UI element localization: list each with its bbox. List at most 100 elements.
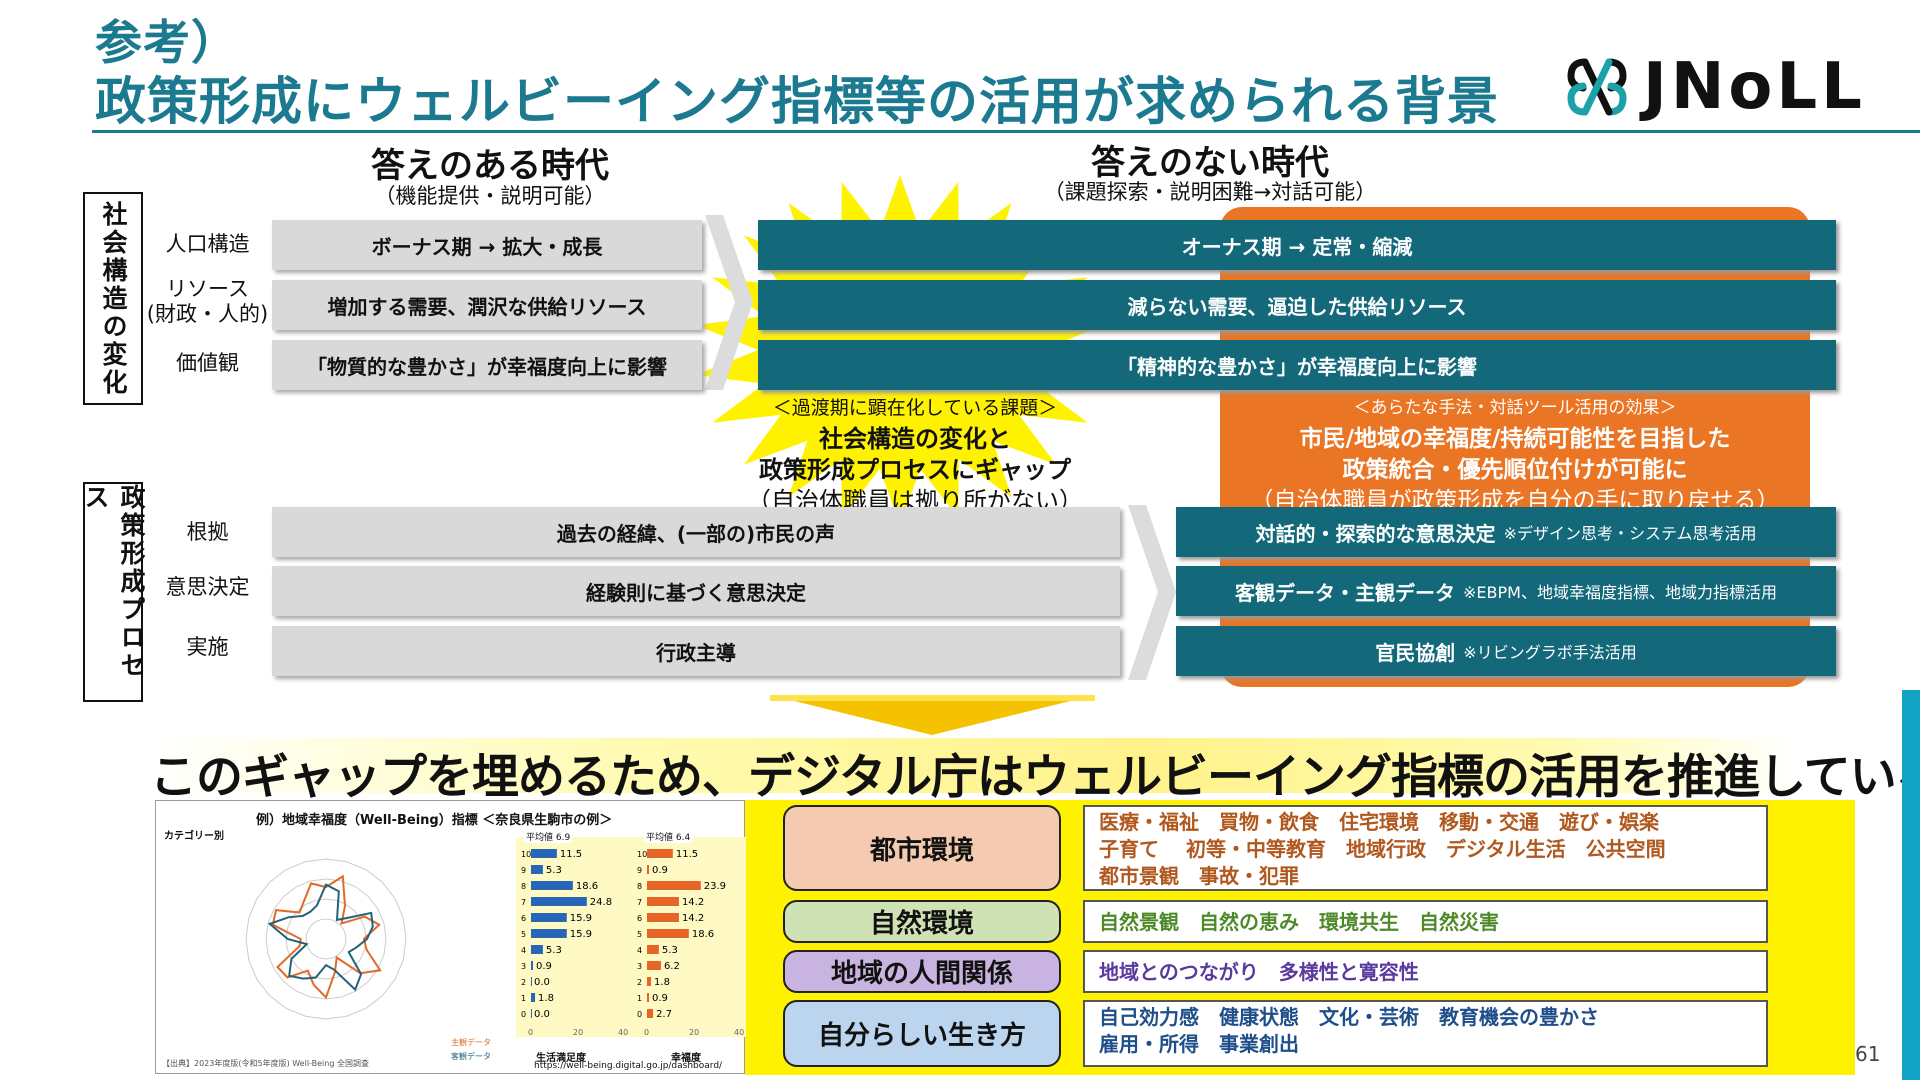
- hist-value-label: 0.0: [534, 1009, 550, 1020]
- hist-value-label: 1.8: [654, 977, 670, 988]
- past-implementation-bar: 行政主導: [272, 626, 1120, 676]
- conclusion-banner: このギャップを埋めるため、デジタル庁はウェルビーイング指標の活用を推進している: [150, 750, 1920, 805]
- future-population-bar: オーナス期 → 定常・縮減: [758, 220, 1836, 270]
- hist-tick-label: 1: [521, 994, 526, 1003]
- hist1-avg: 平均値 6.9: [524, 830, 573, 843]
- hist1-label: 生活満足度: [536, 1053, 586, 1064]
- page-number: 61: [1855, 1042, 1881, 1066]
- hist-value-label: 23.9: [704, 881, 726, 892]
- hist-value-label: 15.9: [570, 913, 592, 924]
- future-basis-bar: 対話的・探索的な意思決定 ※デザイン思考・システム思考活用: [1176, 507, 1836, 557]
- hist-tick-label: 0: [637, 1010, 642, 1019]
- hist-bar: [531, 1009, 532, 1018]
- hist-bar: [531, 945, 543, 954]
- hist-tick-label: 3: [521, 962, 526, 971]
- keywords-relations: 地域とのつながり 多様性と寛容性: [1083, 950, 1768, 993]
- hist-tick-label: 1: [637, 994, 642, 1003]
- hist-tick-label: 2: [637, 978, 642, 987]
- hist-tick-label: 4: [637, 946, 642, 955]
- past-resource-bar: 増加する需要、潤沢な供給リソース: [272, 280, 702, 330]
- hist-tick-label: 6: [637, 914, 642, 923]
- social-structure-label: 社会構造の変化: [83, 192, 143, 405]
- radar-grid-ring: [265, 878, 387, 1000]
- gap-caption: ＜過渡期に顕在化している課題＞: [772, 397, 1058, 419]
- hist-tick-label: 8: [637, 882, 642, 891]
- hist-tick-label: 7: [637, 898, 642, 907]
- hist-bar: [647, 881, 701, 890]
- radar-grid-ring: [245, 858, 407, 1020]
- hist-tick-label: 10: [637, 850, 647, 859]
- left-column-subtitle: （機能提供・説明可能）: [374, 184, 606, 208]
- hist-bar: [647, 913, 679, 922]
- hist-tick-label: 5: [637, 930, 642, 939]
- effect-line-1: 市民/地域の幸福度/持続可能性を目指した: [1299, 426, 1731, 452]
- hist-bar: [647, 961, 661, 970]
- example-title: 例）地域幸福度（Well-Being）指標 ＜奈良県生駒市の例＞: [256, 813, 613, 828]
- past-decision-bar: 経験則に基づく意思決定: [272, 566, 1120, 616]
- hist-value-label: 11.5: [560, 849, 582, 860]
- hist-bar: [647, 977, 652, 986]
- hist-bar: [647, 865, 650, 874]
- title-underline: [92, 130, 1920, 133]
- keywords-urban: 医療・福祉 買物・飲食 住宅環境 移動・交通 遊び・娯楽 子育て 初等・中等教育…: [1083, 805, 1768, 891]
- hist-value-label: 2.7: [656, 1009, 672, 1020]
- right-accent-bar: [1902, 690, 1920, 1080]
- source-note: 【出典】2023年度版(令和5年度版) Well-Being 全国調査: [162, 1059, 369, 1068]
- future-basis-text: 対話的・探索的な意思決定: [1255, 521, 1496, 546]
- future-implementation-bar: 官民協創 ※リビングラボ手法活用: [1176, 626, 1836, 676]
- hist-bar: [531, 865, 543, 874]
- future-decision-note: ※EBPM、地域幸福度指標、地域力指標活用: [1463, 583, 1777, 602]
- hist-bar: [647, 849, 673, 858]
- row-label-values: 価値観: [176, 351, 239, 375]
- hist-value-label: 5.3: [546, 865, 562, 876]
- hist-value-label: 24.8: [590, 897, 612, 908]
- row-label-population: 人口構造: [165, 232, 250, 256]
- example-category-label: カテゴリー別: [164, 831, 224, 842]
- banner-highlight: [150, 738, 1800, 793]
- category-relations: 地域の人間関係: [783, 950, 1061, 993]
- page-title: 政策形成にウェルビーイング指標等の活用が求められる背景: [95, 73, 1500, 132]
- effect-callout: ＜あらたな手法・対話ツール活用の効果＞ 市民/地域の幸福度/持続可能性を目指した…: [1230, 393, 1800, 517]
- hist-value-label: 18.6: [692, 929, 714, 940]
- hist-value-label: 0.0: [534, 977, 550, 988]
- radar-grid-ring: [305, 918, 347, 960]
- gap-line-2: 政策形成プロセスにギャップ: [759, 456, 1071, 484]
- hist-value-label: 1.8: [538, 993, 554, 1004]
- hist-tick-label: 4: [521, 946, 526, 955]
- future-decision-bar: 客観データ・主観データ ※EBPM、地域幸福度指標、地域力指標活用: [1176, 566, 1836, 616]
- right-column-subtitle: （課題探索・説明困難→対話可能）: [1043, 180, 1377, 204]
- hist2-avg: 平均値 6.4: [644, 830, 693, 843]
- hist-bar: [647, 897, 679, 906]
- hist-axis-label: 0: [644, 1028, 649, 1037]
- hist-bar: [531, 897, 587, 906]
- hist-tick-label: 3: [637, 962, 642, 971]
- hist-tick-label: 9: [521, 866, 526, 875]
- hist-tick-label: 5: [521, 930, 526, 939]
- future-implementation-note: ※リビングラボ手法活用: [1463, 643, 1637, 662]
- hist-value-label: 0.9: [652, 993, 668, 1004]
- hist-tick-label: 6: [521, 914, 526, 923]
- radar-chart: [245, 858, 407, 1020]
- hist-tick-label: 10: [521, 850, 531, 859]
- hist-bar: [531, 881, 573, 890]
- legend-objective: 客観データ: [451, 1052, 491, 1061]
- jnoll-logo: JNoLL: [1565, 42, 1915, 132]
- down-arrow-icon: [770, 695, 1095, 735]
- dashboard-link[interactable]: https://well-being.digital.go.jp/dashboa…: [534, 1061, 723, 1071]
- hist-tick-label: 2: [521, 978, 526, 987]
- hist-axis-label: 40: [618, 1028, 628, 1037]
- hist-value-label: 14.2: [682, 913, 704, 924]
- hist-bar: [531, 849, 557, 858]
- hist-axis-label: 20: [573, 1028, 583, 1037]
- past-population-bar: ボーナス期 → 拡大・成長: [272, 220, 702, 270]
- hist-axis-label: 40: [734, 1028, 744, 1037]
- future-resource-bar: 減らない需要、逼迫した供給リソース: [758, 280, 1836, 330]
- hist-bar: [531, 961, 534, 970]
- hist-tick-label: 0: [521, 1010, 526, 1019]
- process-arrow-icon: [1128, 505, 1176, 680]
- hist-value-label: 5.3: [546, 945, 562, 956]
- gap-callout: ＜過渡期に顕在化している課題＞ 社会構造の変化と 政策形成プロセスにギャップ （…: [730, 393, 1100, 517]
- left-column-title: 答えのある時代: [371, 146, 609, 186]
- future-decision-text: 客観データ・主観データ: [1235, 580, 1456, 605]
